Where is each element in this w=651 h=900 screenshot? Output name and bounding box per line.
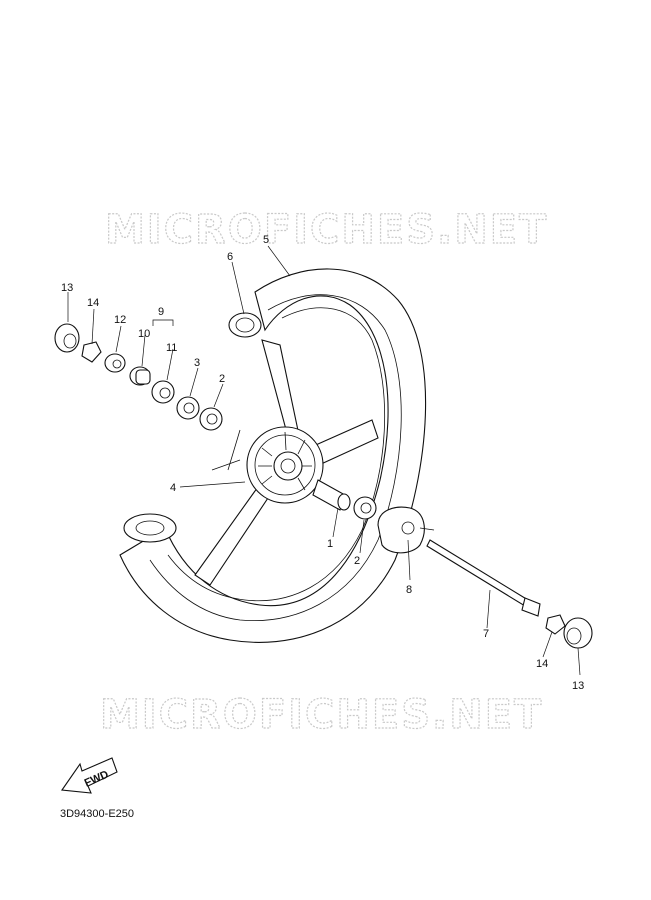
part-13-right xyxy=(563,617,593,649)
callout-5: 5 xyxy=(263,234,269,246)
callout-10: 10 xyxy=(138,328,150,340)
callout-13-right: 13 xyxy=(572,680,584,692)
callout-12: 12 xyxy=(114,314,126,326)
callout-14-left: 14 xyxy=(87,297,99,309)
callout-7: 7 xyxy=(483,628,489,640)
callout-3: 3 xyxy=(194,357,200,369)
part-2-left xyxy=(199,407,223,431)
part-10 xyxy=(129,366,151,386)
callout-4: 4 xyxy=(170,482,176,494)
part-1-collar xyxy=(312,479,351,511)
watermark-bottom: MICROFICHES.NET xyxy=(100,692,543,738)
fwd-arrow-icon: FWD xyxy=(61,757,118,794)
part-11 xyxy=(151,380,175,404)
part-8-gear-unit xyxy=(377,506,435,554)
callout-2-right: 2 xyxy=(354,555,360,567)
leader-lines xyxy=(67,245,581,676)
part-12 xyxy=(104,353,126,373)
part-14-left xyxy=(81,341,102,363)
part-2-right xyxy=(353,496,377,520)
part-3 xyxy=(176,396,200,420)
part-14-right xyxy=(545,614,566,635)
callout-8: 8 xyxy=(406,584,412,596)
callout-11: 11 xyxy=(166,342,177,354)
rim xyxy=(119,268,427,643)
part-7-axle xyxy=(426,539,541,617)
callout-1: 1 xyxy=(327,538,333,550)
diagram-code: 3D94300-E250 xyxy=(60,808,135,820)
callout-14-right: 14 xyxy=(536,658,548,670)
watermark-top: MICROFICHES.NET xyxy=(105,207,548,253)
callout-9: 9 xyxy=(158,306,164,318)
part-13-left xyxy=(54,323,80,353)
hub xyxy=(246,426,324,504)
callout-6: 6 xyxy=(227,251,233,263)
callout-13-left: 13 xyxy=(61,282,73,294)
callout-2-left: 2 xyxy=(219,373,225,385)
callout-labels: 13 14 12 9 10 11 3 2 6 5 4 1 2 8 7 14 13 xyxy=(61,234,584,692)
